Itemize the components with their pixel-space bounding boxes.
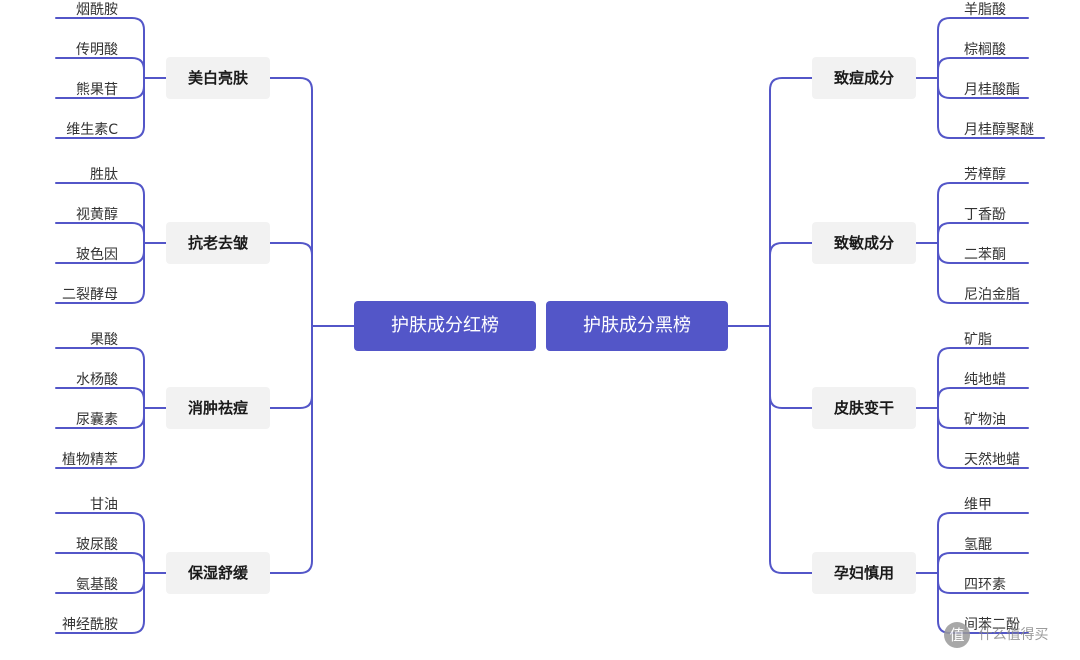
right-leaf-2-4[interactable]: 尼泊金脂 [964, 287, 1020, 303]
right-leaf-link-3-1 [937, 347, 1029, 409]
left-leaf-2-2[interactable]: 视黄醇 [76, 207, 118, 223]
right-category-4[interactable]: 孕妇慎用 [812, 552, 916, 594]
right-leaf-4-1[interactable]: 维甲 [964, 497, 992, 513]
left-leaf-link-2-2 [55, 222, 145, 244]
right-branch-link-1 [769, 77, 813, 327]
left-leaf-3-2[interactable]: 水杨酸 [76, 372, 118, 388]
left-leaf-4-3[interactable]: 氨基酸 [76, 577, 118, 593]
right-category-2[interactable]: 致敏成分 [812, 222, 916, 264]
right-leaf-link-3-2 [937, 387, 1029, 409]
left-branch-link-4 [269, 325, 313, 574]
left-category-2[interactable]: 抗老去皱 [166, 222, 270, 264]
left-leaf-link-4-2 [55, 552, 145, 574]
right-leaf-3-4[interactable]: 天然地蜡 [964, 452, 1020, 468]
left-leaf-link-4-4 [55, 572, 145, 634]
left-leaf-link-1-2 [55, 57, 145, 79]
right-leaf-link-4-2 [937, 552, 1029, 574]
right-branch-link-3 [769, 325, 813, 409]
right-leaf-3-2[interactable]: 纯地蜡 [964, 372, 1006, 388]
left-branch-link-1 [269, 77, 313, 327]
right-leaf-link-2-4 [937, 242, 1029, 304]
left-leaf-link-2-1 [55, 182, 145, 244]
right-leaf-4-2[interactable]: 氢醌 [964, 537, 992, 553]
left-leaf-1-4[interactable]: 维生素C [66, 122, 118, 138]
left-leaf-2-3[interactable]: 玻色因 [76, 247, 118, 263]
right-root-node[interactable]: 护肤成分黑榜 [546, 301, 728, 351]
left-leaf-link-1-1 [55, 17, 145, 79]
left-leaf-link-3-2 [55, 387, 145, 409]
left-leaf-link-2-4 [55, 242, 145, 304]
site-watermark: 值 什么值得买 [944, 620, 1074, 650]
left-leaf-4-1[interactable]: 甘油 [90, 497, 118, 513]
zhi-logo-icon: 值 [944, 622, 970, 648]
right-category-1[interactable]: 致痘成分 [812, 57, 916, 99]
right-branch-link-2 [769, 242, 813, 327]
left-category-4[interactable]: 保湿舒缓 [166, 552, 270, 594]
right-leaf-2-1[interactable]: 芳樟醇 [964, 167, 1006, 183]
left-leaf-3-1[interactable]: 果酸 [90, 332, 118, 348]
left-leaf-4-4[interactable]: 神经酰胺 [62, 617, 118, 633]
left-leaf-2-4[interactable]: 二裂酵母 [62, 287, 118, 303]
right-branch-link-4 [769, 325, 813, 574]
watermark-text: 什么值得买 [978, 627, 1049, 643]
right-leaf-3-3[interactable]: 矿物油 [964, 412, 1006, 428]
left-leaf-2-1[interactable]: 胜肽 [90, 167, 118, 183]
left-leaf-1-3[interactable]: 熊果苷 [76, 82, 118, 98]
right-leaf-1-1[interactable]: 羊脂酸 [964, 2, 1006, 18]
right-leaf-link-1-1 [937, 17, 1029, 79]
right-leaf-link-2-2 [937, 222, 1029, 244]
left-root-node[interactable]: 护肤成分红榜 [354, 301, 536, 351]
left-leaf-link-3-1 [55, 347, 145, 409]
right-leaf-2-3[interactable]: 二苯酮 [964, 247, 1006, 263]
left-leaf-link-4-1 [55, 512, 145, 574]
right-leaf-1-4[interactable]: 月桂醇聚醚 [964, 122, 1034, 138]
right-leaf-4-3[interactable]: 四环素 [964, 577, 1006, 593]
right-leaf-link-1-2 [937, 57, 1029, 79]
left-leaf-4-2[interactable]: 玻尿酸 [76, 537, 118, 553]
right-leaf-2-2[interactable]: 丁香酚 [964, 207, 1006, 223]
right-leaf-link-3-4 [937, 407, 1029, 469]
right-leaf-1-2[interactable]: 棕榈酸 [964, 42, 1006, 58]
left-category-3[interactable]: 消肿祛痘 [166, 387, 270, 429]
left-leaf-3-4[interactable]: 植物精萃 [62, 452, 118, 468]
right-leaf-3-1[interactable]: 矿脂 [964, 332, 992, 348]
left-branch-link-3 [269, 325, 313, 409]
left-branch-link-2 [269, 242, 313, 327]
left-leaf-1-2[interactable]: 传明酸 [76, 42, 118, 58]
right-leaf-1-3[interactable]: 月桂酸酯 [964, 82, 1020, 98]
right-leaf-link-2-1 [937, 182, 1029, 244]
right-leaf-4-4[interactable]: 间苯二酚 [964, 617, 1020, 633]
left-category-1[interactable]: 美白亮肤 [166, 57, 270, 99]
right-category-3[interactable]: 皮肤变干 [812, 387, 916, 429]
right-leaf-link-1-4 [937, 77, 1045, 139]
left-leaf-link-3-4 [55, 407, 145, 469]
right-leaf-link-4-1 [937, 512, 1029, 574]
left-leaf-1-1[interactable]: 烟酰胺 [76, 2, 118, 18]
left-leaf-link-1-4 [55, 77, 145, 139]
left-leaf-3-3[interactable]: 尿囊素 [76, 412, 118, 428]
